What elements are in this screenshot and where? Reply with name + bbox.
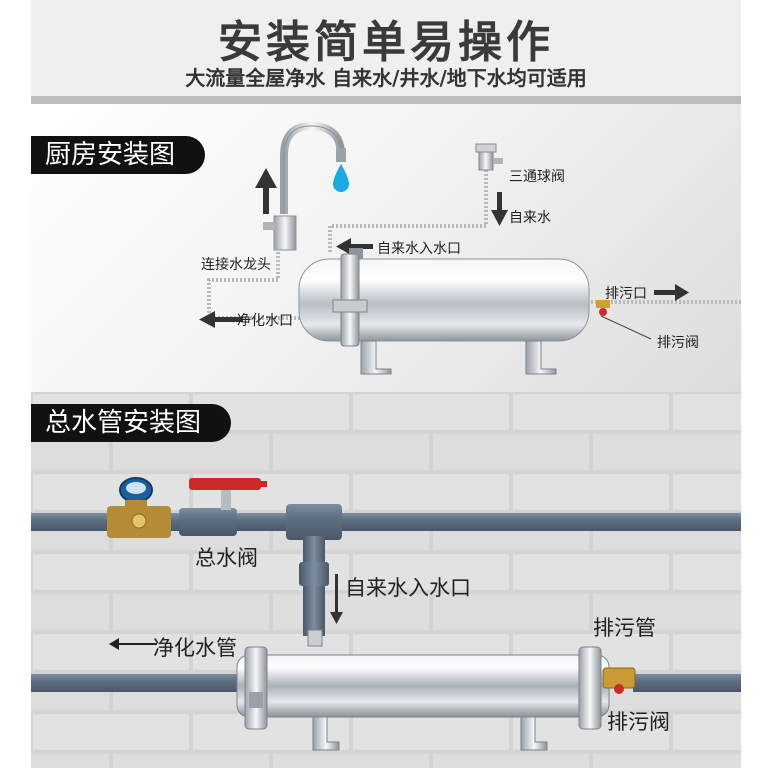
arrow-left-icon: [199, 311, 243, 328]
arrow-left-icon: [336, 238, 373, 255]
header-divider: [31, 96, 741, 104]
main-valve-icon: [189, 478, 267, 510]
label-tap-water: 自来水: [509, 210, 551, 226]
faucet-hose: [207, 244, 303, 320]
section-title-kitchen: 厨房安装图: [31, 136, 206, 174]
label-drain-pipe: 排污管: [593, 616, 656, 640]
label-purified-pipe: 净化水管: [153, 636, 237, 660]
water-meter-icon: [107, 477, 171, 538]
arrow-down-icon: [330, 574, 343, 624]
label-connect-faucet: 连接水龙头: [201, 257, 271, 273]
drain-pipe: [633, 674, 741, 692]
label-purified-outlet: 净化水口: [237, 313, 293, 329]
main-pipe-diagram: [31, 392, 741, 768]
label-drain-valve: 排污阀: [607, 710, 670, 734]
label-inlet: 自来水入水口: [377, 241, 461, 257]
arrow-right-icon: [654, 284, 689, 301]
arrow-left-icon: [109, 638, 157, 650]
label-drain-outlet: 排污口: [605, 286, 647, 302]
label-inlet: 自来水入水口: [345, 576, 471, 600]
page-subtitle: 大流量全屋净水 自来水/井水/地下水均可适用: [185, 66, 587, 90]
label-drain-valve: 排污阀: [657, 335, 699, 351]
kitchen-diagram: [199, 121, 741, 375]
three-way-ball-valve-icon: [475, 143, 503, 171]
filter-tank-icon: [298, 248, 610, 375]
page-title: 安装简单易操作: [218, 17, 554, 68]
section-title-main-pipe: 总水管安装图: [31, 404, 232, 442]
main-pipe-installation-panel: 总水管安装图 总水阀 自来水入水口 净化水管 排污管 排污阀: [31, 392, 741, 768]
filter-tank-icon: [236, 646, 636, 751]
inlet-hose: [328, 154, 488, 254]
water-drop-icon: [333, 164, 349, 192]
arrow-down-icon: [491, 192, 508, 226]
faucet-icon: [263, 121, 346, 251]
purified-water-pipe: [31, 674, 246, 692]
kitchen-installation-panel: 厨房安装图 三通球阀 自来水 连接水龙头 自来水入水口 净化水口 排污口 排污阀: [31, 104, 741, 392]
arrow-up-icon: [255, 168, 277, 214]
label-main-valve: 总水阀: [195, 546, 258, 570]
header-banner: 安装简单易操作 大流量全屋净水 自来水/井水/地下水均可适用: [31, 0, 741, 96]
drain-valve-pointer: [600, 315, 652, 340]
label-three-way-valve: 三通球阀: [509, 169, 565, 185]
